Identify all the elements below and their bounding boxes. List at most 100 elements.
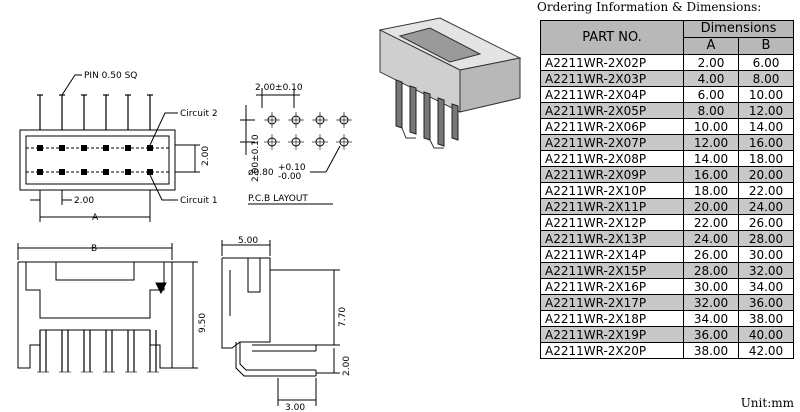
- dim-a-cell: 8.00: [683, 102, 739, 119]
- pcb-layout-label: P.C.B LAYOUT: [248, 194, 308, 204]
- part-number-cell: A2211WR-2X02P: [540, 54, 684, 71]
- dim-a-cell: 10.00: [683, 118, 739, 135]
- dim-b-cell: 14.00: [738, 118, 794, 135]
- dim-a-cell: 14.00: [683, 150, 739, 167]
- dim-b-cell: 10.00: [738, 86, 794, 103]
- dim-b-cell: 12.00: [738, 102, 794, 119]
- ordering-title: Ordering Information & Dimensions:: [537, 0, 762, 14]
- dim-a-cell: 30.00: [683, 278, 739, 295]
- col-part-header: PART NO.: [540, 20, 684, 55]
- dim-a-cell: 24.00: [683, 230, 739, 247]
- part-number-cell: A2211WR-2X10P: [540, 182, 684, 199]
- dim-a-cell: 26.00: [683, 246, 739, 263]
- dim-b-cell: 16.00: [738, 134, 794, 151]
- pin-pitch-side-dim: 2.00: [342, 356, 352, 376]
- part-number-cell: A2211WR-2X05P: [540, 102, 684, 119]
- part-number-cell: A2211WR-2X08P: [540, 150, 684, 167]
- part-number-cell: A2211WR-2X11P: [540, 198, 684, 215]
- pcb-pitch-v: 2.00±0.10: [251, 134, 261, 182]
- dim-b-cell: 8.00: [738, 70, 794, 87]
- connector-3d-illustration: [378, 17, 522, 149]
- top-view: PIN 0.50 SQ Circuit 2 Circuit 1 2.00: [19, 71, 218, 223]
- height-side-dim: 7.70: [338, 307, 348, 327]
- hole-tol-plus: +0.10: [278, 163, 306, 173]
- part-number-cell: A2211WR-2X18P: [540, 310, 684, 327]
- part-number-cell: A2211WR-2X03P: [540, 70, 684, 87]
- part-number-cell: A2211WR-2X13P: [540, 230, 684, 247]
- unit-label: Unit:mm: [740, 396, 794, 410]
- dim-b-cell: 34.00: [738, 278, 794, 295]
- dim-b-label: B: [91, 244, 97, 254]
- dim-b-cell: 28.00: [738, 230, 794, 247]
- height-front-dim: 9.50: [198, 313, 208, 333]
- part-number-cell: A2211WR-2X19P: [540, 326, 684, 343]
- part-number-cell: A2211WR-2X20P: [540, 342, 684, 359]
- dim-a-cell: 38.00: [683, 342, 739, 359]
- dim-b-cell: 32.00: [738, 262, 794, 279]
- hole-diameter: ø0.80: [248, 168, 274, 178]
- part-number-cell: A2211WR-2X09P: [540, 166, 684, 183]
- dim-a-cell: 12.00: [683, 134, 739, 151]
- dim-a-cell: 34.00: [683, 310, 739, 327]
- dim-a-cell: 20.00: [683, 198, 739, 215]
- part-number-cell: A2211WR-2X15P: [540, 262, 684, 279]
- dim-b-cell: 24.00: [738, 198, 794, 215]
- col-b-header: B: [738, 37, 794, 55]
- dim-a-cell: 2.00: [683, 54, 739, 71]
- part-number-cell: A2211WR-2X07P: [540, 134, 684, 151]
- dim-b-cell: 6.00: [738, 54, 794, 71]
- dim-b-cell: 22.00: [738, 182, 794, 199]
- dim-a-cell: 6.00: [683, 86, 739, 103]
- technical-drawing: PIN 0.50 SQ Circuit 2 Circuit 1 2.00: [17, 17, 522, 412]
- pcb-layout: 2.00±0.10 2.00±0.10 ø0.80 +0.10 -0.00 P.…: [240, 83, 352, 205]
- dim-a-cell: 4.00: [683, 70, 739, 87]
- circuit2-label: Circuit 2: [180, 109, 218, 119]
- dim-a-cell: 22.00: [683, 214, 739, 231]
- front-view: B 9.50: [17, 243, 208, 373]
- dim-b-cell: 36.00: [738, 294, 794, 311]
- side-view: 5.00 7.70 2.00 3.00: [221, 236, 352, 412]
- dim-a-cell: 28.00: [683, 262, 739, 279]
- part-number-cell: A2211WR-2X04P: [540, 86, 684, 103]
- col-a-header: A: [683, 37, 739, 55]
- dim-b-cell: 42.00: [738, 342, 794, 359]
- dim-b-cell: 38.00: [738, 310, 794, 327]
- part-number-cell: A2211WR-2X12P: [540, 214, 684, 231]
- pcb-pitch-h: 2.00±0.10: [255, 83, 303, 93]
- circuit1-label: Circuit 1: [180, 196, 218, 206]
- dim-a-cell: 36.00: [683, 326, 739, 343]
- pitch-x-dim: 2.00: [74, 196, 94, 206]
- part-number-cell: A2211WR-2X17P: [540, 294, 684, 311]
- side-width-dim: 5.00: [238, 236, 258, 246]
- part-number-cell: A2211WR-2X06P: [540, 118, 684, 135]
- foot-width-dim: 3.00: [285, 403, 305, 412]
- dim-a-cell: 16.00: [683, 166, 739, 183]
- pin-label: PIN 0.50 SQ: [84, 71, 137, 81]
- pitch-side-dim: 2.00: [201, 146, 211, 166]
- dim-b-cell: 18.00: [738, 150, 794, 167]
- dim-a-cell: 18.00: [683, 182, 739, 199]
- dim-a-cell: 32.00: [683, 294, 739, 311]
- dim-b-cell: 20.00: [738, 166, 794, 183]
- hole-tol-minus: -0.00: [278, 172, 302, 182]
- col-dims-header: Dimensions: [683, 20, 794, 38]
